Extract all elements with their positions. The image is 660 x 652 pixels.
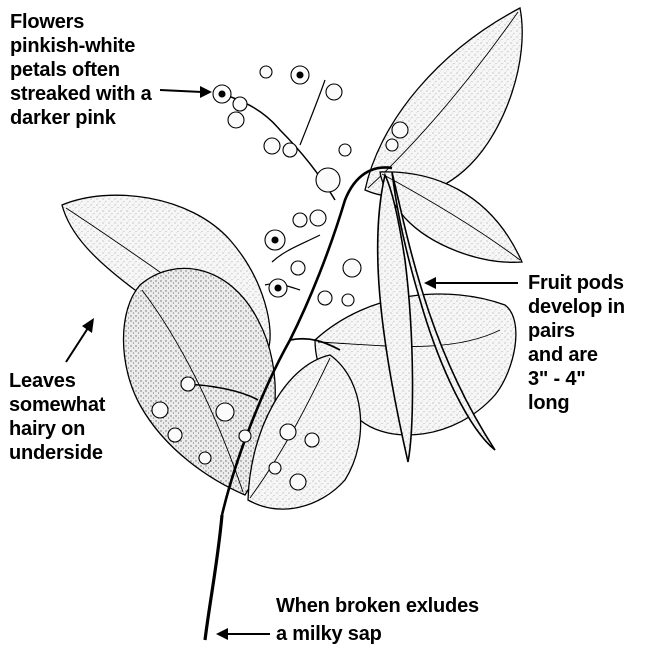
callout-line: petals often [10,58,152,82]
callout-line: a milky sap [276,620,479,648]
callout-line: develop in [528,295,625,319]
callout-line: underside [9,441,105,465]
arrow-pods [424,277,518,289]
callout-line: somewhat [9,393,105,417]
callout-line: Flowers [10,10,152,34]
callout-line: 3" - 4" [528,367,625,391]
callout-line: When broken exludes [276,592,479,620]
callout-line: streaked with a [10,82,152,106]
callout-line: Fruit pods [528,271,625,295]
arrow-sap [216,628,270,640]
callout-line: and are [528,343,625,367]
callout-line: pinkish-white [10,34,152,58]
callout-leaves: Leaves somewhat hairy on underside [9,369,105,465]
callout-line: darker pink [10,106,152,130]
callout-line: Leaves [9,369,105,393]
callout-milky-sap: When broken exludes a milky sap [276,592,479,648]
callout-flowers: Flowers pinkish-white petals often strea… [10,10,152,130]
callout-line: pairs [528,319,625,343]
callout-fruit-pods: Fruit pods develop in pairs and are 3" -… [528,271,625,415]
callout-line: hairy on [9,417,105,441]
arrow-leaves [66,318,94,362]
callout-line: long [528,391,625,415]
arrow-flowers [160,86,212,98]
